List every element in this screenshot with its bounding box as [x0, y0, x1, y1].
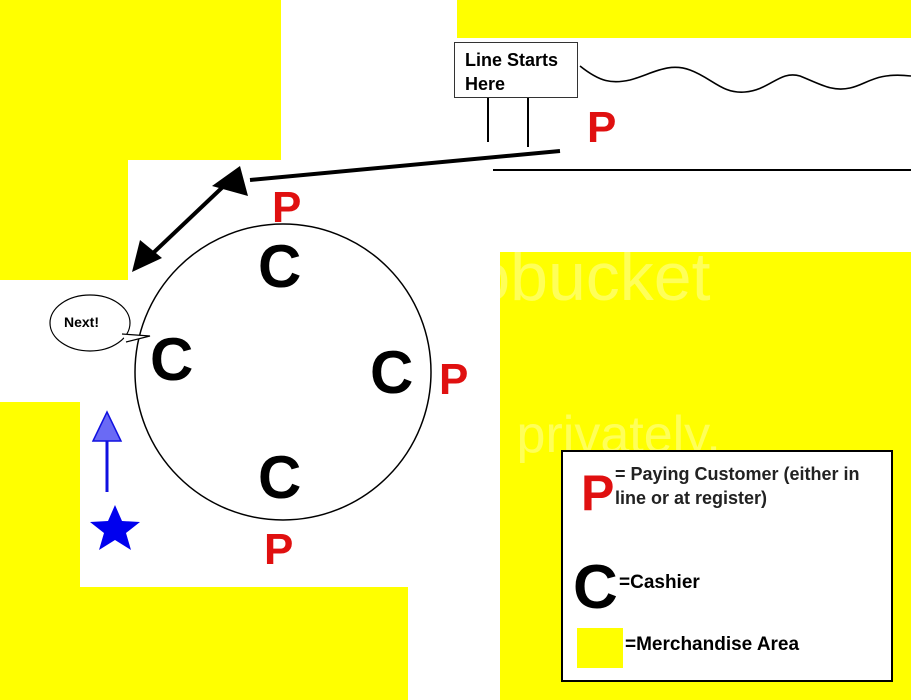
queue-rope-wavy — [579, 65, 911, 93]
merchandise-area-top-right — [457, 0, 911, 38]
legend-c-text: =Cashier — [619, 572, 700, 593]
paying-customer-queue: P — [587, 103, 617, 152]
flow-arrow-1 — [249, 149, 561, 182]
legend-merchandise-swatch — [577, 628, 623, 668]
cashier-left: C — [150, 326, 194, 393]
cashier-bottom: C — [258, 444, 302, 511]
star-icon — [90, 505, 140, 550]
legend-c-symbol: C — [573, 553, 618, 622]
watermark-logo: photobucket — [340, 239, 711, 315]
merchandise-area-bottom-left — [80, 587, 408, 700]
legend-box: P = Paying Customer (either in line or a… — [561, 450, 893, 682]
legend-p-symbol: P — [581, 465, 615, 521]
merchandise-area-top-left — [0, 0, 281, 160]
paying-customer-bottom: P — [264, 525, 294, 574]
flow-arrow-2-head — [132, 240, 162, 272]
paying-customer-top: P — [272, 183, 302, 232]
legend-merchandise-text: =Merchandise Area — [625, 634, 800, 655]
cashier-right: C — [370, 339, 414, 406]
cashier-top: C — [258, 233, 302, 300]
speech-bubble — [49, 294, 131, 352]
flow-arrow-2 — [148, 180, 230, 258]
speech-bubble-text: Next! — [64, 314, 100, 330]
sign-line-2: Here — [465, 74, 506, 94]
paying-customer-right: P — [439, 355, 469, 404]
blue-arrow-head — [91, 410, 123, 442]
sign-line-1: Line Starts — [465, 50, 559, 70]
register-circle — [134, 223, 432, 521]
speech-bubble-tail — [121, 333, 151, 343]
legend-p-text: = Paying Customer (either in line or at … — [615, 464, 860, 508]
line-starts-sign: Line Starts Here — [454, 42, 578, 98]
merchandise-area-bottom-left-strip — [0, 402, 80, 700]
merchandise-area-left — [0, 160, 128, 280]
